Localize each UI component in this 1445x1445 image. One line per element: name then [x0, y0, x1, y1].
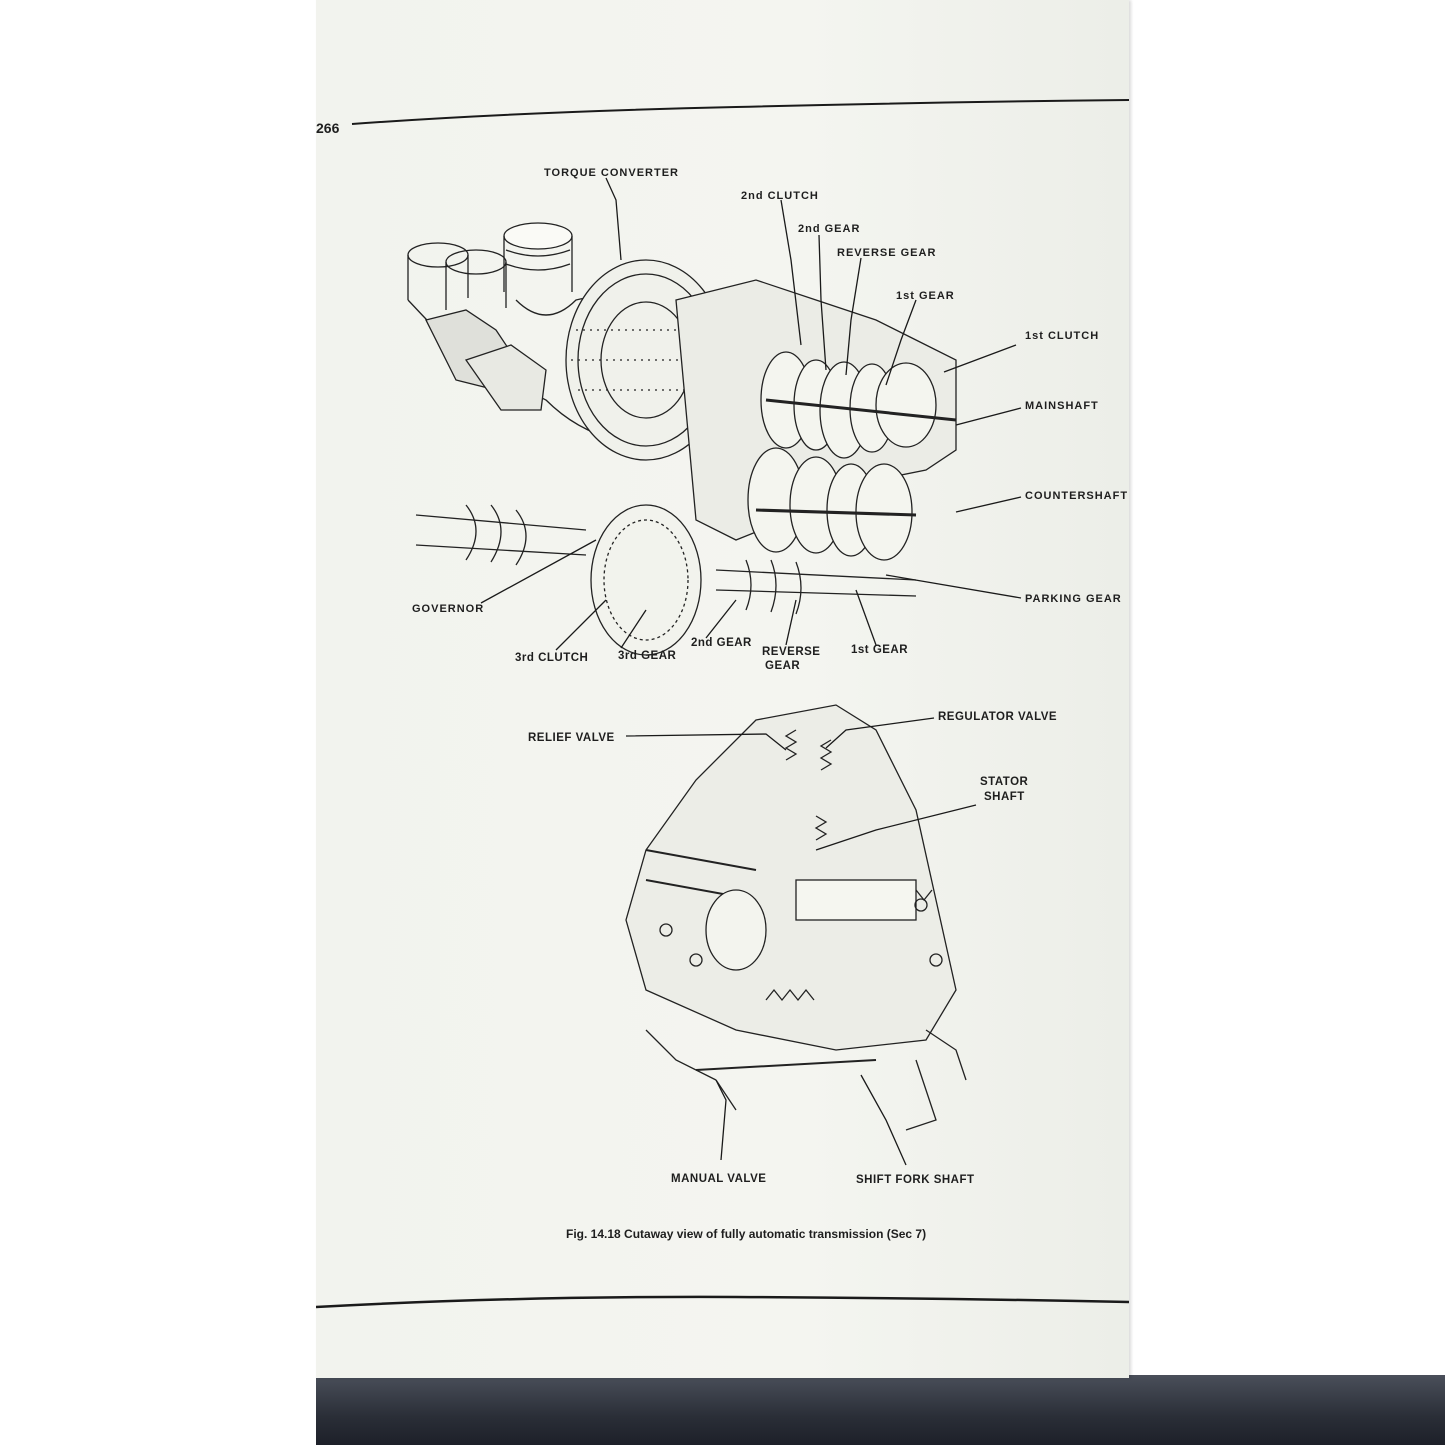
label-2nd-gear-top: 2nd GEAR — [798, 223, 861, 235]
label-reverse-bottom-line1: REVERSE — [762, 646, 821, 658]
label-countershaft: COUNTERSHAFT — [1025, 490, 1129, 502]
label-parking-gear: PARKING GEAR — [1025, 593, 1122, 605]
transmission-cutaway-illustration — [407, 222, 957, 656]
label-2nd-clutch: 2nd CLUTCH — [741, 190, 819, 202]
label-reverse-bottom-line2: GEAR — [765, 660, 801, 672]
leader-lines-bottom — [625, 717, 977, 1166]
label-relief-valve: RELIEF VALVE — [528, 732, 615, 744]
photo-background-surface — [316, 1375, 1445, 1445]
transmission-illustrations — [316, 99, 1129, 1309]
label-stator-line1: STATOR — [980, 776, 1029, 788]
leader-lines-top — [480, 177, 1022, 651]
label-2nd-gear-bottom: 2nd GEAR — [691, 637, 752, 649]
label-torque-converter: TORQUE CONVERTER — [544, 167, 679, 179]
page-number: 266 — [316, 120, 340, 136]
header-rule — [351, 99, 1129, 125]
pistons — [407, 222, 573, 310]
label-3rd-gear: 3rd GEAR — [618, 650, 677, 662]
label-1st-gear-bottom: 1st GEAR — [851, 644, 909, 656]
label-governor: GOVERNOR — [412, 603, 485, 615]
label-3rd-clutch: 3rd CLUTCH — [515, 652, 589, 664]
label-1st-clutch: 1st CLUTCH — [1025, 330, 1100, 342]
valve-body-illustration — [625, 704, 967, 1131]
footer-rule — [316, 1295, 1129, 1309]
label-shift-fork-shaft: SHIFT FORK SHAFT — [856, 1174, 975, 1186]
label-regulator-valve: REGULATOR VALVE — [938, 711, 1058, 723]
figure-caption: Fig. 14.18 Cutaway view of fully automat… — [566, 1227, 927, 1241]
gear-stack-main — [760, 351, 957, 459]
label-1st-gear-top: 1st GEAR — [896, 290, 955, 302]
gear-stack-counter — [747, 447, 917, 561]
manual-page: 266 — [316, 0, 1129, 1378]
label-stator-line2: SHAFT — [984, 791, 1025, 803]
label-reverse-gear-top: REVERSE GEAR — [837, 247, 937, 259]
label-manual-valve: MANUAL VALVE — [671, 1173, 767, 1185]
label-mainshaft: MAINSHAFT — [1025, 400, 1099, 412]
